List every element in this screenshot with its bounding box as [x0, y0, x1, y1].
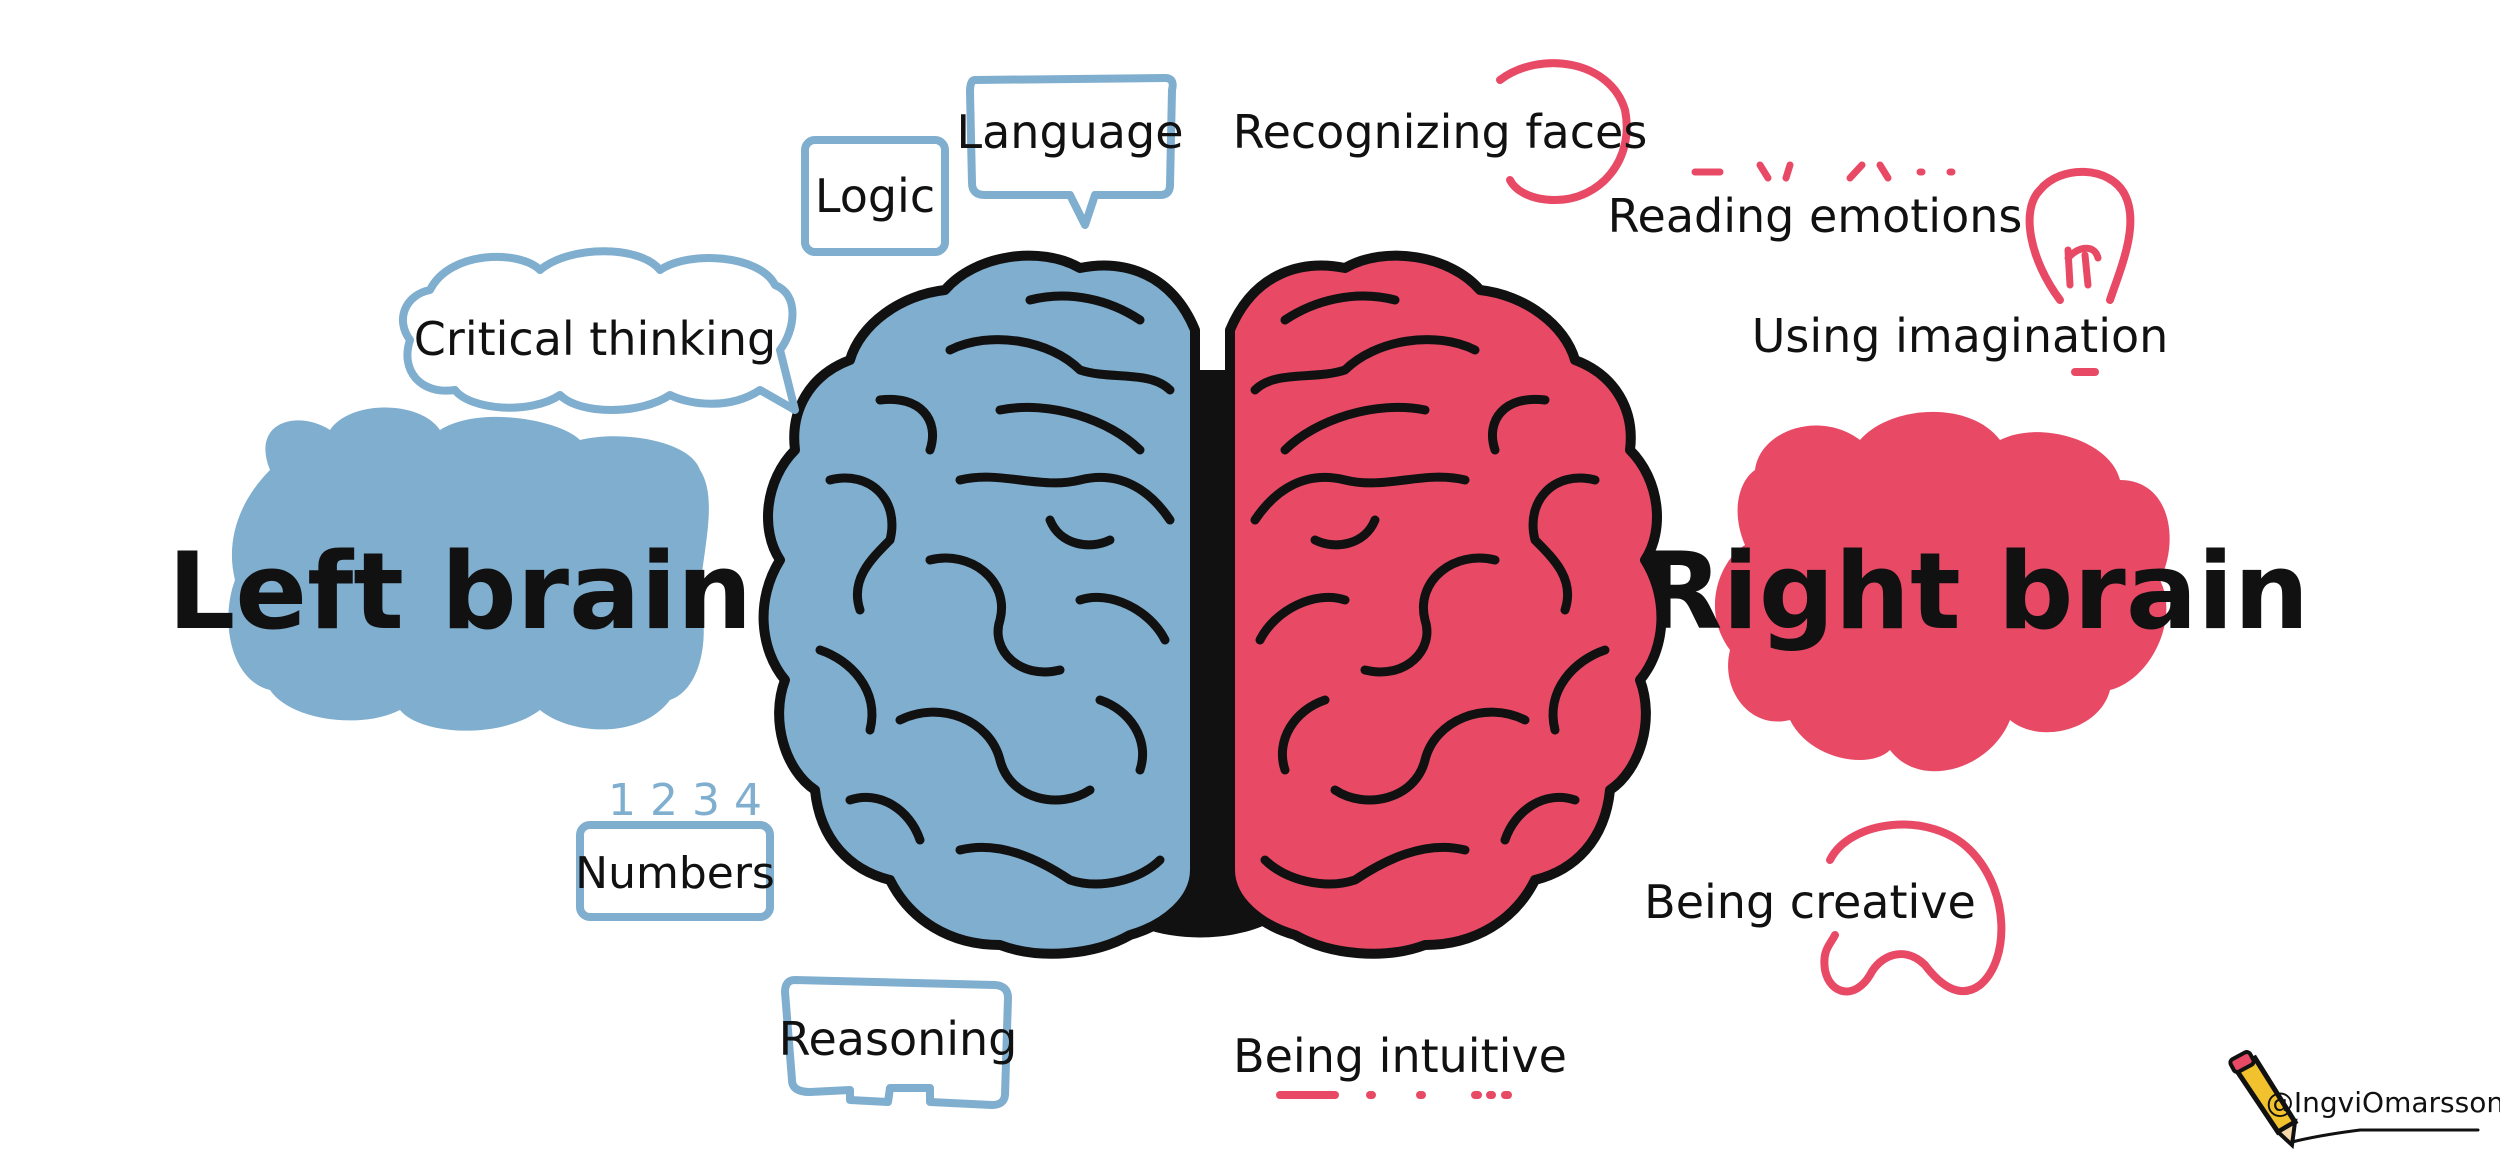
reading-emotions-group: Reading emotions	[1608, 161, 2023, 243]
credit: @IngviOmarsson	[2228, 1050, 2500, 1150]
credit-handle: @IngviOmarsson	[2266, 1086, 2500, 1119]
left-fold	[815, 645, 877, 735]
right-brain-cloud: Right brain	[1641, 411, 2309, 772]
right-fold	[1250, 335, 1480, 395]
right-fold	[1310, 515, 1380, 550]
lightbulb-filament	[2064, 244, 2102, 289]
using-imagination-label: Using imagination	[1752, 309, 2169, 363]
being-intuitive-label: Being intuitive	[1233, 1029, 1567, 1083]
reasoning-box: Reasoning	[779, 976, 1018, 1109]
brain-icon	[758, 250, 1667, 959]
left-fold	[1025, 291, 1145, 325]
critical-thinking-bubble: Critical thinking	[398, 247, 799, 414]
numbers-box: 1 2 3 4 Numbers	[575, 775, 775, 921]
right-fold	[1255, 592, 1350, 645]
language-bubble: Language	[956, 74, 1184, 229]
right-fold	[1500, 792, 1580, 845]
lightbulb-outline	[2025, 167, 2135, 304]
left-fold	[955, 472, 1175, 525]
recognizing-faces-group: Recognizing faces	[1233, 59, 1648, 205]
language-outline	[966, 74, 1177, 229]
right-brain-cloud-shape	[1714, 411, 2170, 772]
left-fold	[1095, 695, 1148, 775]
being-creative-label: Being creative	[1644, 875, 1976, 929]
left-fold	[1075, 592, 1170, 645]
reasoning-label: Reasoning	[779, 1012, 1018, 1066]
left-fold	[845, 792, 925, 845]
pencil-eraser	[2228, 1050, 2256, 1074]
right-hemisphere	[1225, 250, 1667, 959]
left-fold	[995, 402, 1145, 455]
logic-label: Logic	[815, 169, 935, 223]
left-fold	[955, 842, 1165, 889]
left-fold	[1045, 515, 1115, 550]
lightbulb-icon	[2025, 167, 2135, 304]
right-fold	[1280, 402, 1430, 455]
left-fold	[825, 473, 897, 615]
right-fold	[1260, 842, 1470, 889]
left-brain-cloud-shape	[228, 407, 709, 731]
left-fold	[895, 707, 1095, 805]
right-brain-title: Right brain	[1641, 530, 2309, 653]
logic-box: Logic	[801, 136, 949, 256]
using-imagination-group: Using imagination	[1752, 309, 2169, 376]
logic-outline	[801, 136, 949, 256]
numbers-label: Numbers	[575, 848, 775, 899]
emotion-marks	[1691, 161, 1956, 182]
right-fold	[1330, 707, 1530, 805]
left-fold	[945, 335, 1175, 395]
left-brain-cloud: Left brain	[168, 407, 753, 731]
numbers-digits: 1 2 3 4	[608, 775, 762, 826]
creative-swirl	[1820, 820, 2006, 996]
face-doodle	[1496, 59, 1631, 205]
left-hemisphere	[758, 250, 1200, 959]
right-fold	[1277, 695, 1330, 775]
right-fold	[1487, 394, 1550, 455]
pencil-tip	[2274, 1118, 2298, 1150]
right-fold	[1250, 472, 1470, 525]
right-fold	[1360, 553, 1500, 677]
being-intuitive-group: Being intuitive	[1233, 1029, 1567, 1099]
numbers-outline	[576, 821, 774, 921]
being-creative-group: Being creative	[1644, 820, 2006, 996]
critical-thinking-outline	[398, 247, 799, 414]
left-fold	[925, 553, 1065, 677]
left-brain-title: Left brain	[168, 530, 753, 653]
recognizing-faces-label: Recognizing faces	[1233, 105, 1648, 159]
right-fold	[1548, 645, 1610, 735]
reasoning-outline	[781, 976, 1012, 1109]
credit-underline	[2290, 1128, 2480, 1144]
left-fold	[875, 394, 938, 455]
reading-emotions-label: Reading emotions	[1608, 189, 2023, 243]
pencil-icon	[2228, 1050, 2299, 1150]
language-label: Language	[956, 105, 1183, 159]
critical-thinking-label: Critical thinking	[414, 312, 776, 366]
right-fold	[1528, 473, 1600, 615]
right-fold	[1280, 291, 1400, 325]
